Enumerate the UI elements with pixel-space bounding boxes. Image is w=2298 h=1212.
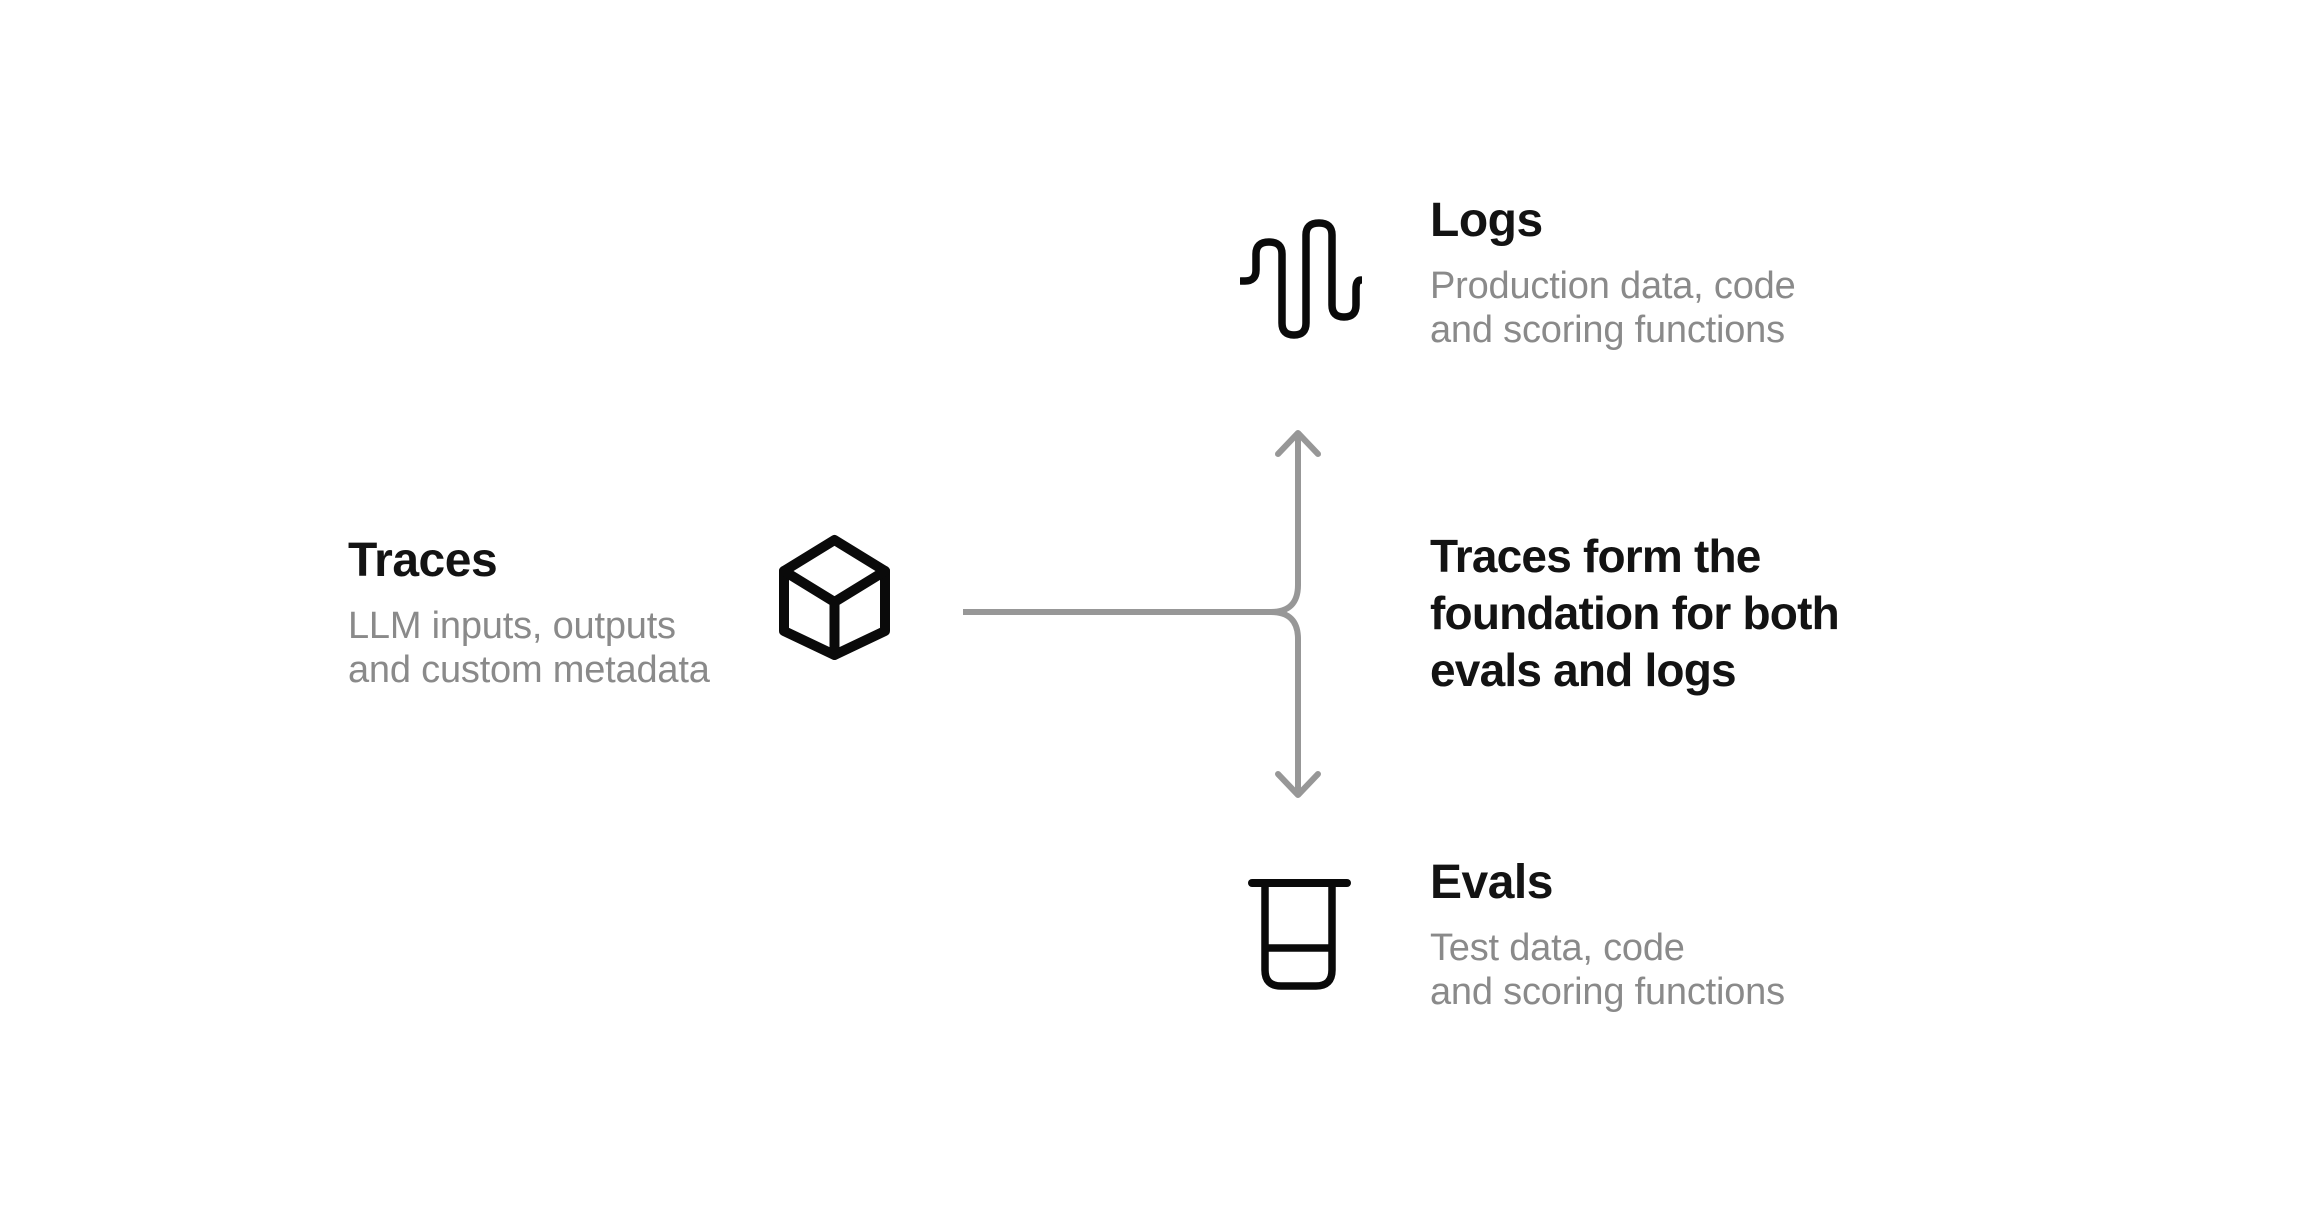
traces-title: Traces: [348, 534, 498, 587]
connector-branch-up: [1270, 435, 1301, 615]
beaker-icon: [1248, 879, 1351, 990]
connector-branch-down: [1270, 609, 1301, 793]
connector-arrows: [963, 430, 1321, 798]
annotation-text: Traces form the foundation for both eval…: [1430, 530, 1840, 696]
evals-title: Evals: [1430, 856, 1553, 909]
logs-subtitle: Production data, code and scoring functi…: [1430, 265, 1796, 351]
arrowhead-down-icon: [1275, 771, 1321, 798]
cube-icon: [779, 535, 890, 660]
evals-subtitle: Test data, code and scoring functions: [1430, 927, 1785, 1013]
arrowhead-up-icon: [1275, 430, 1321, 457]
waveform-icon: [1240, 219, 1362, 339]
traces-subtitle: LLM inputs, outputs and custom metadata: [348, 605, 710, 691]
logs-title: Logs: [1430, 194, 1543, 247]
